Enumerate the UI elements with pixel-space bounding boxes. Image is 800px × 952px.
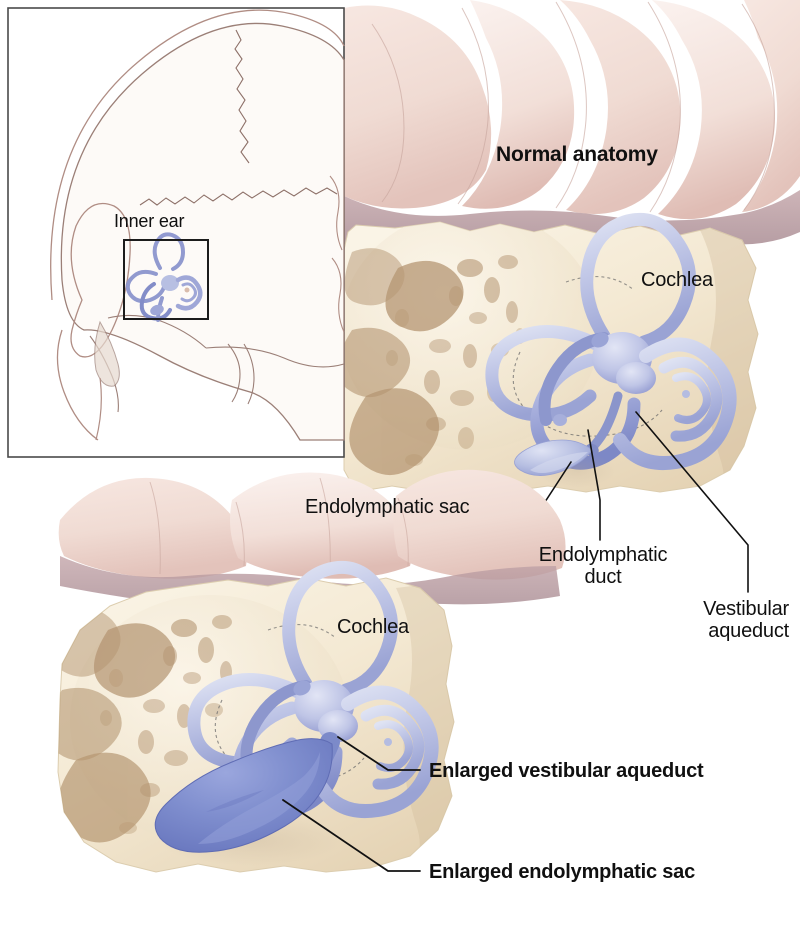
inset-label-inner-ear: Inner ear <box>114 211 185 231</box>
mastoid-air-cells-normal <box>344 248 525 476</box>
label-vestibular-aqueduct: Vestibular aqueduct <box>703 598 789 643</box>
leader-lines-enlarged <box>282 736 421 872</box>
cochlea-structure-enlarged <box>315 685 439 818</box>
normal-anatomy-illustration <box>343 0 800 593</box>
label-endolymphatic-duct: Endolymphatic duct <box>538 544 668 589</box>
panel-title-normal-anatomy: Normal anatomy <box>496 143 658 166</box>
label-enlarged-endolymphatic-sac: Enlarged endolymphatic sac <box>429 861 695 883</box>
inner-ear-highlight-box <box>123 239 209 320</box>
enlarged-vestibular-aqueduct-illustration <box>57 469 566 873</box>
cochlea-structure-normal <box>613 337 737 470</box>
brain-gyri-normal <box>344 0 800 249</box>
skull-locator-inset-graphic <box>7 7 345 458</box>
enlarged-endolymphatic-sac-structure <box>154 738 342 866</box>
label-cochlea-enlarged: Cochlea <box>337 616 409 638</box>
membranous-labyrinth-enlarged <box>154 560 439 866</box>
temporal-bone-normal <box>343 221 759 493</box>
label-enlarged-vestibular-aqueduct: Enlarged vestibular aqueduct <box>429 760 704 782</box>
label-cochlea-normal: Cochlea <box>641 269 713 291</box>
label-endolymphatic-sac: Endolymphatic sac <box>305 496 470 518</box>
